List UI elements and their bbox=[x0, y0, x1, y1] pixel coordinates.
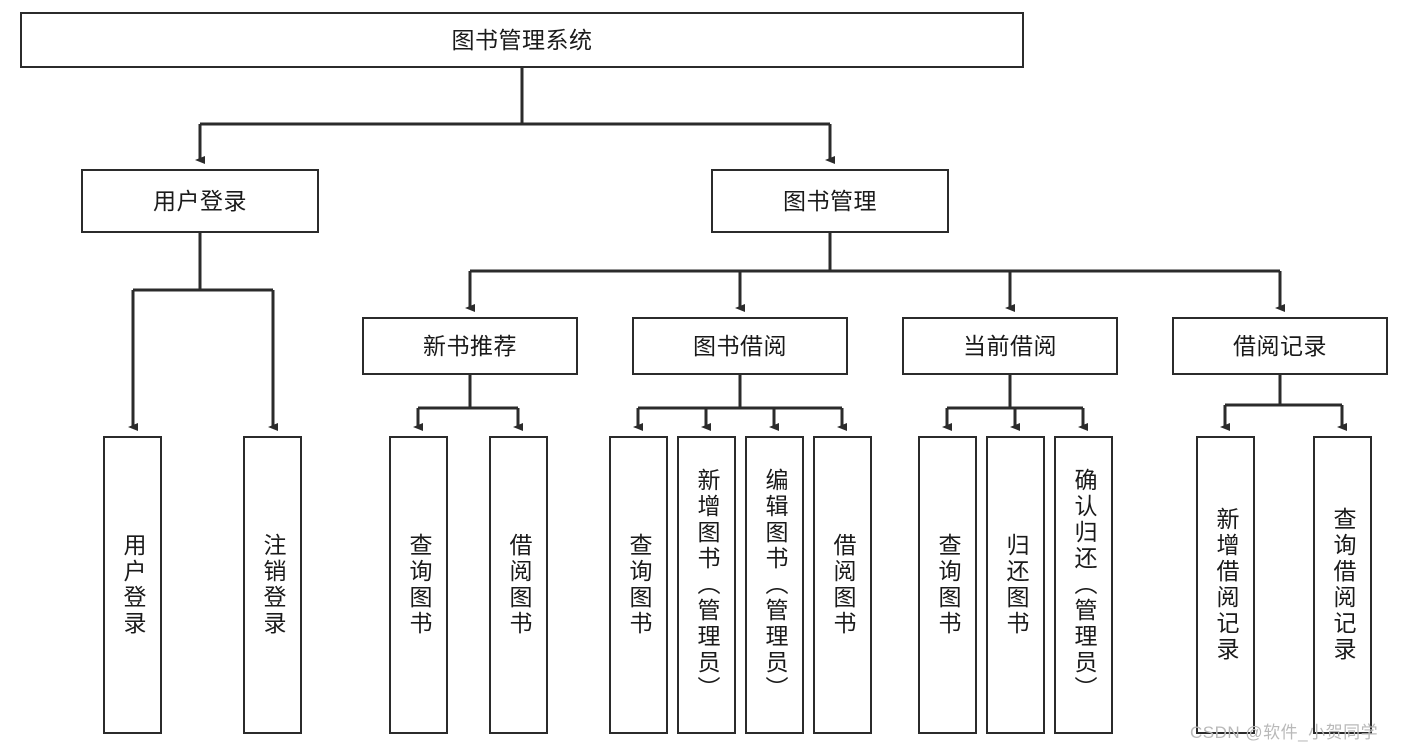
node-root-label: 图书管理系统 bbox=[451, 26, 593, 53]
node-leaf-query-book-2-label: 查询图书 bbox=[626, 533, 652, 637]
node-leaf-query-borrow-record-label: 查询借阅记录 bbox=[1330, 507, 1356, 663]
node-user-login-label: 用户登录 bbox=[153, 187, 247, 214]
node-book-manage-label: 图书管理 bbox=[783, 187, 877, 214]
node-leaf-add-borrow-record[interactable]: 新增借阅记录 bbox=[1196, 436, 1255, 734]
node-leaf-borrow-book-2[interactable]: 借阅图书 bbox=[813, 436, 872, 734]
node-current-borrow-label: 当前借阅 bbox=[963, 332, 1057, 359]
node-leaf-query-book-1-label: 查询图书 bbox=[406, 533, 432, 637]
node-leaf-add-borrow-record-label: 新增借阅记录 bbox=[1213, 507, 1239, 663]
node-leaf-borrow-book-1-label: 借阅图书 bbox=[506, 533, 532, 637]
node-current-borrow[interactable]: 当前借阅 bbox=[902, 317, 1118, 375]
node-root[interactable]: 图书管理系统 bbox=[20, 12, 1024, 68]
node-user-login[interactable]: 用户登录 bbox=[81, 169, 319, 233]
node-leaf-query-book-2[interactable]: 查询图书 bbox=[609, 436, 668, 734]
node-leaf-return-book[interactable]: 归还图书 bbox=[986, 436, 1045, 734]
node-leaf-edit-book-admin-label: 编辑图书（管理员） bbox=[762, 468, 788, 702]
node-leaf-logout-login-label: 注销登录 bbox=[260, 533, 286, 637]
node-leaf-query-borrow-record[interactable]: 查询借阅记录 bbox=[1313, 436, 1372, 734]
node-new-book-recommend-label: 新书推荐 bbox=[423, 332, 517, 359]
node-leaf-confirm-return-admin-label: 确认归还（管理员） bbox=[1071, 468, 1097, 702]
node-borrow-record[interactable]: 借阅记录 bbox=[1172, 317, 1388, 375]
watermark: CSDN @软件_小贺同学 bbox=[1190, 723, 1379, 742]
node-leaf-borrow-book-2-label: 借阅图书 bbox=[830, 533, 856, 637]
node-leaf-edit-book-admin[interactable]: 编辑图书（管理员） bbox=[745, 436, 804, 734]
node-book-borrow-label: 图书借阅 bbox=[693, 332, 787, 359]
node-leaf-return-book-label: 归还图书 bbox=[1003, 533, 1029, 637]
node-leaf-query-book-3-label: 查询图书 bbox=[935, 533, 961, 637]
node-leaf-user-login-label: 用户登录 bbox=[120, 533, 146, 637]
node-leaf-add-book-admin-label: 新增图书（管理员） bbox=[694, 468, 720, 702]
node-book-manage[interactable]: 图书管理 bbox=[711, 169, 949, 233]
node-leaf-query-book-3[interactable]: 查询图书 bbox=[918, 436, 977, 734]
node-leaf-confirm-return-admin[interactable]: 确认归还（管理员） bbox=[1054, 436, 1113, 734]
node-leaf-borrow-book-1[interactable]: 借阅图书 bbox=[489, 436, 548, 734]
node-book-borrow[interactable]: 图书借阅 bbox=[632, 317, 848, 375]
node-leaf-user-login[interactable]: 用户登录 bbox=[103, 436, 162, 734]
node-leaf-query-book-1[interactable]: 查询图书 bbox=[389, 436, 448, 734]
node-leaf-logout-login[interactable]: 注销登录 bbox=[243, 436, 302, 734]
node-borrow-record-label: 借阅记录 bbox=[1233, 332, 1327, 359]
node-leaf-add-book-admin[interactable]: 新增图书（管理员） bbox=[677, 436, 736, 734]
node-new-book-recommend[interactable]: 新书推荐 bbox=[362, 317, 578, 375]
